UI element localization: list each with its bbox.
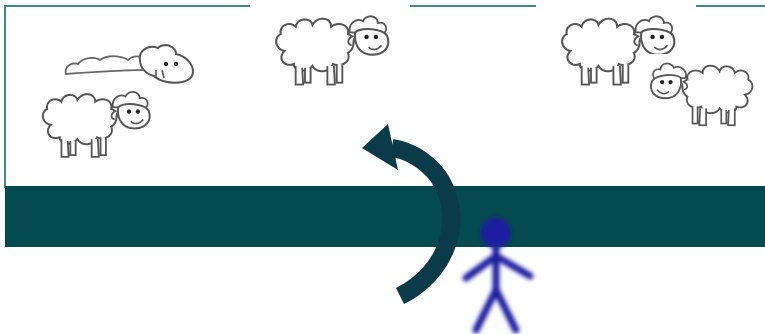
person-head (481, 218, 511, 248)
sheep-2 (22, 86, 170, 162)
sheep-5 (640, 54, 765, 134)
sheep-3 (250, 4, 410, 92)
barrier-band (5, 186, 765, 247)
